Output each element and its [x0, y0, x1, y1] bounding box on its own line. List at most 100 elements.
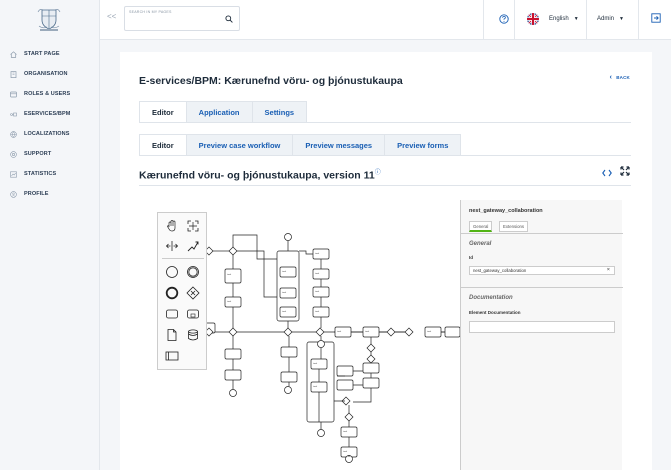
sidebar-item-label: ORGANISATION [24, 71, 68, 77]
data-store-icon[interactable] [186, 328, 200, 342]
sidebar-item-profile[interactable]: PROFILE [0, 184, 100, 204]
panel-divider [461, 233, 623, 234]
sidebar-item-organisation[interactable]: ORGANISATION [0, 64, 100, 84]
search-icon[interactable] [225, 15, 233, 23]
svg-text:task: task [227, 300, 232, 303]
page-title: E-services/BPM: Kærunefnd vöru- og þjónu… [139, 75, 403, 87]
sidebar-nav: START PAGE ORGANISATION ROLES & USERS ES… [0, 44, 100, 204]
language-select[interactable]: English ▼ [527, 9, 579, 29]
logout-icon[interactable] [651, 13, 661, 23]
start-event-icon[interactable] [165, 265, 179, 279]
uk-flag-icon [527, 13, 539, 25]
collapse-sidebar-button[interactable]: << [107, 12, 117, 21]
tab-preview-messages[interactable]: Preview messages [292, 134, 386, 155]
diagram-title: Kærunefnd vöru- og þjónustukaupa, versio… [139, 167, 381, 182]
id-input[interactable]: nest_gateway_collaboration × [469, 266, 615, 275]
palette-separator [162, 258, 204, 259]
svg-text:task: task [343, 450, 348, 453]
svg-text:task: task [313, 385, 318, 388]
globe-icon [10, 130, 17, 138]
tab-application[interactable]: Application [185, 101, 253, 122]
sidebar-item-statistics[interactable]: STATISTICS [0, 164, 100, 184]
help-icon[interactable] [499, 14, 509, 24]
svg-text:task: task [282, 291, 287, 294]
end-event-icon[interactable] [165, 286, 179, 300]
divider [514, 0, 515, 40]
svg-text:task: task [313, 362, 318, 365]
editor-sub-tabs: Editor Preview case workflow Preview mes… [139, 134, 462, 155]
search-placeholder: SEARCH IN MY PAGES [129, 10, 172, 14]
subprocess-icon[interactable] [186, 307, 200, 321]
connect-tool-icon[interactable] [186, 239, 200, 253]
bpmn-diagram-canvas[interactable]: task task task task task task task task … [139, 197, 460, 470]
chevron-down-icon: ▼ [619, 16, 624, 22]
tab-preview-forms[interactable]: Preview forms [384, 134, 462, 155]
language-label: English [549, 16, 569, 22]
lifebuoy-icon [10, 150, 17, 158]
back-button[interactable]: ‹BACK [610, 74, 630, 81]
clear-icon[interactable]: × [606, 267, 610, 273]
sidebar-item-localizations[interactable]: LOCALIZATIONS [0, 124, 100, 144]
svg-text:task: task [315, 252, 320, 255]
chevron-left-icon: ‹ [609, 74, 613, 81]
main-tabs: Editor Application Settings [139, 101, 308, 122]
tab-preview-case-workflow[interactable]: Preview case workflow [185, 134, 294, 155]
hand-tool-icon[interactable] [165, 219, 179, 233]
documentation-textarea[interactable] [469, 321, 615, 333]
sidebar-item-label: LOCALIZATIONS [24, 131, 70, 137]
svg-text:task: task [337, 330, 342, 333]
space-tool-icon[interactable] [165, 239, 179, 253]
tab-editor[interactable]: Editor [139, 101, 187, 122]
svg-text:task: task [315, 310, 320, 313]
tab-extensions[interactable]: Extensions [499, 221, 529, 232]
user-menu[interactable]: Admin ▼ [597, 9, 624, 29]
id-value: nest_gateway_collaboration [473, 268, 527, 273]
sidebar: START PAGE ORGANISATION ROLES & USERS ES… [0, 0, 100, 470]
gateway-icon[interactable] [186, 286, 200, 300]
tab-divider [139, 155, 631, 156]
sidebar-item-label: ROLES & USERS [24, 91, 71, 97]
documentation-label: Element Documentation [469, 310, 521, 315]
top-bar: << SEARCH IN MY PAGES English ▼ Admin ▼ [100, 0, 671, 40]
sidebar-item-label: SUPPORT [24, 151, 52, 157]
tab-sub-editor[interactable]: Editor [139, 134, 187, 155]
building-icon [10, 70, 17, 78]
tab-general[interactable]: General [469, 221, 493, 232]
task-icon[interactable] [165, 307, 179, 321]
sidebar-item-label: ESERVICES/BPM [24, 111, 71, 117]
info-icon[interactable]: ⓘ [374, 170, 381, 176]
search-input[interactable]: SEARCH IN MY PAGES [124, 6, 240, 31]
sidebar-item-start-page[interactable]: START PAGE [0, 44, 100, 64]
coat-of-arms-logo[interactable] [37, 6, 61, 32]
svg-text:task: task [282, 270, 287, 273]
main-panel: E-services/BPM: Kærunefnd vöru- og þjónu… [120, 52, 652, 470]
lasso-tool-icon[interactable] [186, 219, 200, 233]
code-icon[interactable] [602, 169, 612, 177]
users-icon [10, 91, 17, 98]
sidebar-item-support[interactable]: SUPPORT [0, 144, 100, 164]
sidebar-item-roles-users[interactable]: ROLES & USERS [0, 84, 100, 104]
title-divider [139, 185, 631, 186]
divider [586, 0, 587, 40]
tab-settings[interactable]: Settings [251, 101, 308, 122]
data-object-icon[interactable] [165, 328, 179, 342]
svg-text:task: task [427, 330, 432, 333]
person-icon [10, 190, 17, 198]
home-icon [10, 50, 17, 58]
chart-icon [10, 171, 17, 178]
pool-icon[interactable] [165, 349, 179, 363]
intermediate-event-icon[interactable] [186, 265, 200, 279]
fullscreen-icon[interactable] [620, 166, 630, 176]
group-general-heading: General [469, 241, 492, 247]
diagram-title-text: Kærunefnd vöru- og þjónustukaupa, versio… [139, 169, 375, 182]
svg-text:task: task [365, 330, 370, 333]
element-id-heading: nest_gateway_collaboration [469, 208, 543, 214]
sidebar-item-eservices-bpm[interactable]: ESERVICES/BPM [0, 104, 100, 124]
properties-panel: nest_gateway_collaboration General Exten… [460, 200, 623, 470]
svg-text:task: task [227, 273, 232, 276]
back-label: BACK [616, 75, 630, 80]
sidebar-item-label: START PAGE [24, 51, 60, 57]
svg-text:task: task [343, 430, 348, 433]
bpmn-tool-palette [157, 212, 207, 370]
sidebar-item-label: STATISTICS [24, 171, 57, 177]
